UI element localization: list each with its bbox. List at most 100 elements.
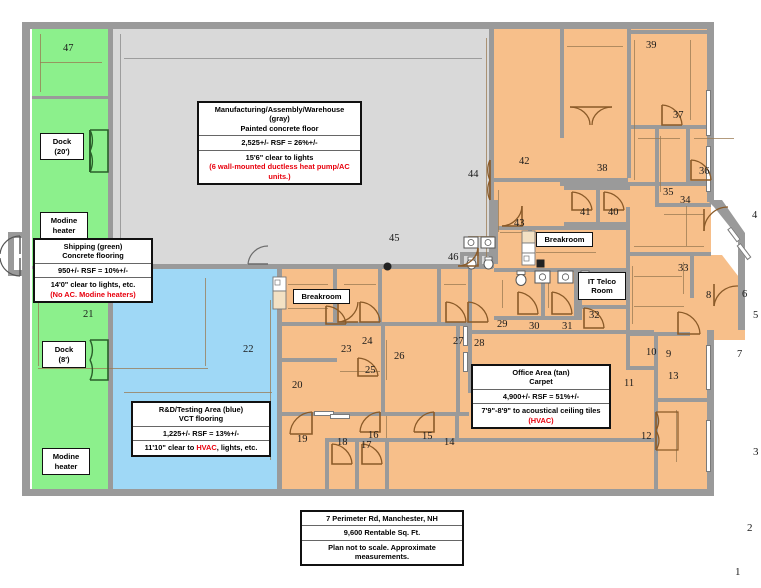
exterior-jog-ship-3 bbox=[8, 270, 30, 276]
legend-office: Office Area (tan) Carpet 4,900+/- RSF = … bbox=[471, 364, 611, 430]
wall-restroom-block-top bbox=[494, 268, 630, 272]
room-number-29: 29 bbox=[497, 319, 508, 330]
window-corridor-3 bbox=[314, 411, 334, 416]
dim-line-ship-mid bbox=[38, 368, 208, 369]
door-dock-8 bbox=[88, 338, 114, 382]
legend-rd-line4-hvac: HVAC bbox=[196, 443, 217, 453]
room-number-36: 36 bbox=[699, 166, 710, 177]
legend-manufacturing-rsf: 2,525+/- RSF = 26%+/- bbox=[199, 136, 360, 151]
room-number-8: 8 bbox=[706, 290, 712, 301]
room-number-17: 17 bbox=[361, 440, 372, 451]
wall-42-38 bbox=[560, 28, 564, 138]
fixture-toilet-30 bbox=[514, 270, 528, 286]
label-it-telco-line1: IT Telco bbox=[587, 276, 617, 286]
footer-disclaimer: Plan not to scale. Approximate measureme… bbox=[328, 542, 436, 562]
room-number-27: 27 bbox=[453, 336, 464, 347]
exterior-wall-bottom bbox=[22, 489, 714, 496]
window-corridor-2 bbox=[463, 352, 468, 372]
fixture-sink-46a bbox=[463, 236, 479, 249]
room-number-11: 11 bbox=[624, 378, 635, 389]
label-breakroom-rd: Breakroom bbox=[293, 289, 350, 304]
dim-line-ship-right bbox=[205, 278, 206, 366]
fixture-counter-breakroom-ne bbox=[521, 230, 537, 266]
window-east-2 bbox=[706, 146, 711, 192]
door-43 bbox=[500, 204, 524, 228]
dim-line-corridor bbox=[288, 284, 328, 285]
room-number-43: 43 bbox=[514, 218, 525, 229]
legend-rd-line1: R&D/Testing Area (blue) bbox=[158, 405, 244, 414]
wall-40-41-mid bbox=[596, 190, 600, 224]
wall-17-18-header bbox=[325, 438, 455, 442]
door-41 bbox=[570, 190, 594, 212]
window-east-1 bbox=[706, 90, 711, 136]
room-number-44: 44 bbox=[468, 169, 479, 180]
room-number-16: 16 bbox=[368, 430, 379, 441]
legend-shipping-clear: 14'0" clear to lights, etc. (No AC. Modi… bbox=[35, 278, 151, 301]
dim-line-warehouse-left bbox=[120, 34, 121, 262]
wall-31-32 bbox=[574, 272, 578, 320]
label-it-telco-line2: Room bbox=[591, 286, 613, 295]
door-31 bbox=[550, 290, 574, 316]
room-number-21: 21 bbox=[83, 309, 94, 320]
wall-33-top bbox=[626, 252, 711, 256]
wall-17-18-top bbox=[325, 438, 329, 490]
label-breakroom-office-text: Breakroom bbox=[544, 234, 585, 244]
fixture-column-office bbox=[536, 259, 545, 268]
door-28 bbox=[466, 300, 490, 324]
page-marker-2: 2 bbox=[747, 522, 753, 534]
room-number-18: 18 bbox=[337, 437, 348, 448]
wall-42-bottom bbox=[494, 178, 628, 182]
dim-line-8v bbox=[683, 262, 684, 294]
legend-rd-line4b: , lights, etc. bbox=[216, 443, 258, 453]
dim-line-breakroom bbox=[536, 252, 596, 253]
wall-40-41-top bbox=[564, 186, 630, 190]
dim-line-36 bbox=[694, 138, 734, 139]
wall-39-42 bbox=[627, 28, 631, 178]
wall-33-left bbox=[626, 207, 630, 256]
dim-line-47-v bbox=[40, 34, 41, 92]
room-number-25: 25 bbox=[365, 365, 376, 376]
room-number-10: 10 bbox=[646, 347, 657, 358]
room-number-5: 5 bbox=[753, 310, 759, 321]
legend-shipping-rsf: 950+/- RSF = 10%+/- bbox=[35, 264, 151, 279]
door-15 bbox=[412, 410, 436, 434]
dim-line-ne bbox=[686, 206, 687, 246]
legend-rd-clear: 11'10" clear to HVAC, lights, etc. bbox=[133, 441, 269, 454]
wall-18-17 bbox=[355, 438, 359, 490]
label-modine-lower-line2: heater bbox=[54, 461, 78, 471]
wall-17-right bbox=[385, 438, 389, 490]
room-number-9: 9 bbox=[666, 349, 672, 360]
door-12 bbox=[654, 410, 680, 452]
window-corridor-4 bbox=[330, 414, 350, 419]
dim-line-corridor2 bbox=[344, 284, 376, 285]
legend-manufacturing-line4: 15'6" clear to lights bbox=[245, 152, 314, 162]
footer-address: 7 Perimeter Rd, Manchester, NH bbox=[302, 512, 462, 527]
door-27 bbox=[444, 300, 468, 324]
room-number-23: 23 bbox=[341, 344, 352, 355]
wall-40-41-bottom bbox=[564, 222, 630, 226]
door-17 bbox=[360, 442, 384, 466]
dim-line-11v bbox=[632, 266, 633, 324]
room-number-22: 22 bbox=[243, 344, 254, 355]
legend-office-line4: 7'9"-8'9" to acoustical ceiling tiles bbox=[481, 406, 601, 416]
exterior-wall-top bbox=[22, 22, 714, 29]
wall-corridor-top bbox=[281, 322, 469, 326]
legend-manufacturing: Manufacturing/Assembly/Warehouse (gray) … bbox=[197, 101, 362, 186]
room-number-37: 37 bbox=[673, 110, 684, 121]
dim-line-8 bbox=[634, 276, 682, 277]
legend-rd-line4a: 11'10" clear to bbox=[144, 443, 197, 453]
wall-11-vert bbox=[626, 332, 630, 370]
wall-47-bottom bbox=[32, 96, 109, 99]
door-32 bbox=[582, 306, 606, 330]
wall-38-bottom bbox=[560, 182, 710, 186]
door-19 bbox=[288, 410, 314, 436]
room-number-31: 31 bbox=[562, 321, 573, 332]
dim-line-31v bbox=[548, 280, 549, 308]
label-modine-lower-line1: Modine bbox=[52, 452, 80, 462]
wall-breakroom-top bbox=[494, 226, 630, 230]
label-modine-upper-line1: Modine bbox=[50, 216, 78, 226]
door-25 bbox=[356, 356, 380, 378]
label-dock-8: Dock (8') bbox=[42, 341, 86, 368]
door-36 bbox=[689, 158, 713, 182]
legend-office-clear: 7'9"-8'9" to acoustical ceiling tiles (H… bbox=[473, 404, 609, 427]
